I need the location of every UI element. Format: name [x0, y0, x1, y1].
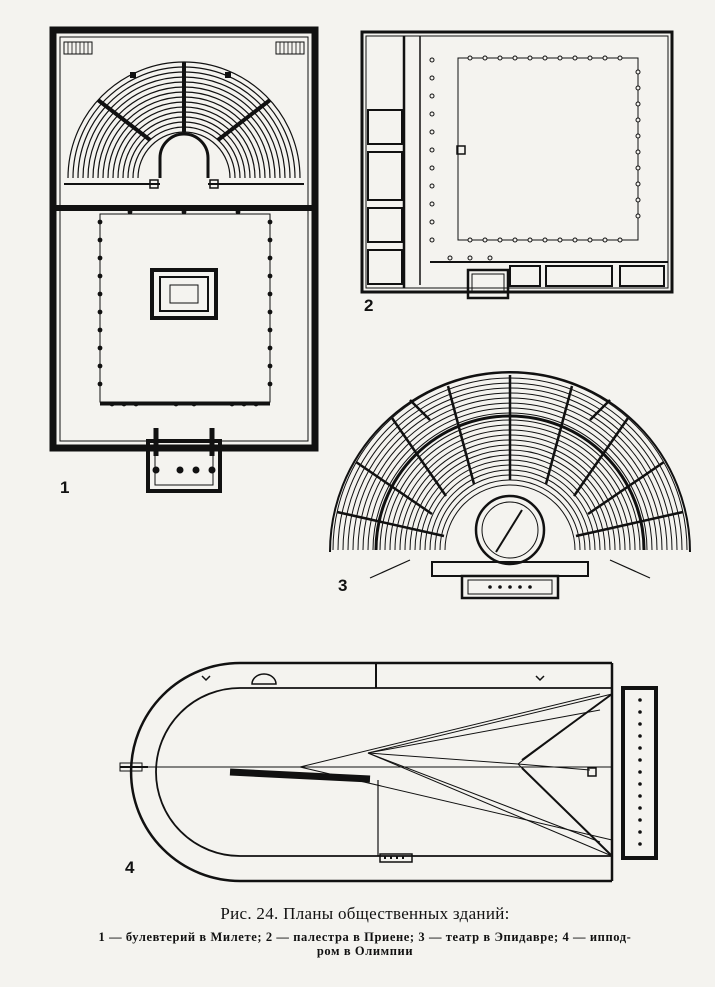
plan-hippodrome-stall-marks	[384, 698, 642, 859]
figure-caption-legend: 1 — булевтерий в Милете; 2 — палестра в …	[98, 930, 632, 958]
plan-label-2: 2	[364, 296, 374, 315]
plan-bouleuterion	[49, 26, 319, 493]
plan-theatre	[329, 371, 691, 600]
plan-theatre-skene-columns	[488, 585, 532, 589]
plan-palaestra-columns	[429, 55, 641, 261]
plan-hippodrome	[119, 661, 658, 883]
plan-palaestra	[360, 30, 674, 300]
plan-bouleuterion-columns	[97, 72, 273, 474]
plan-label-4: 4	[125, 858, 135, 877]
figure-caption-title: Рис. 24. Планы общественных зданий:	[220, 904, 510, 923]
plan-label-1: 1	[60, 478, 70, 497]
plan-label-3: 3	[338, 576, 348, 595]
